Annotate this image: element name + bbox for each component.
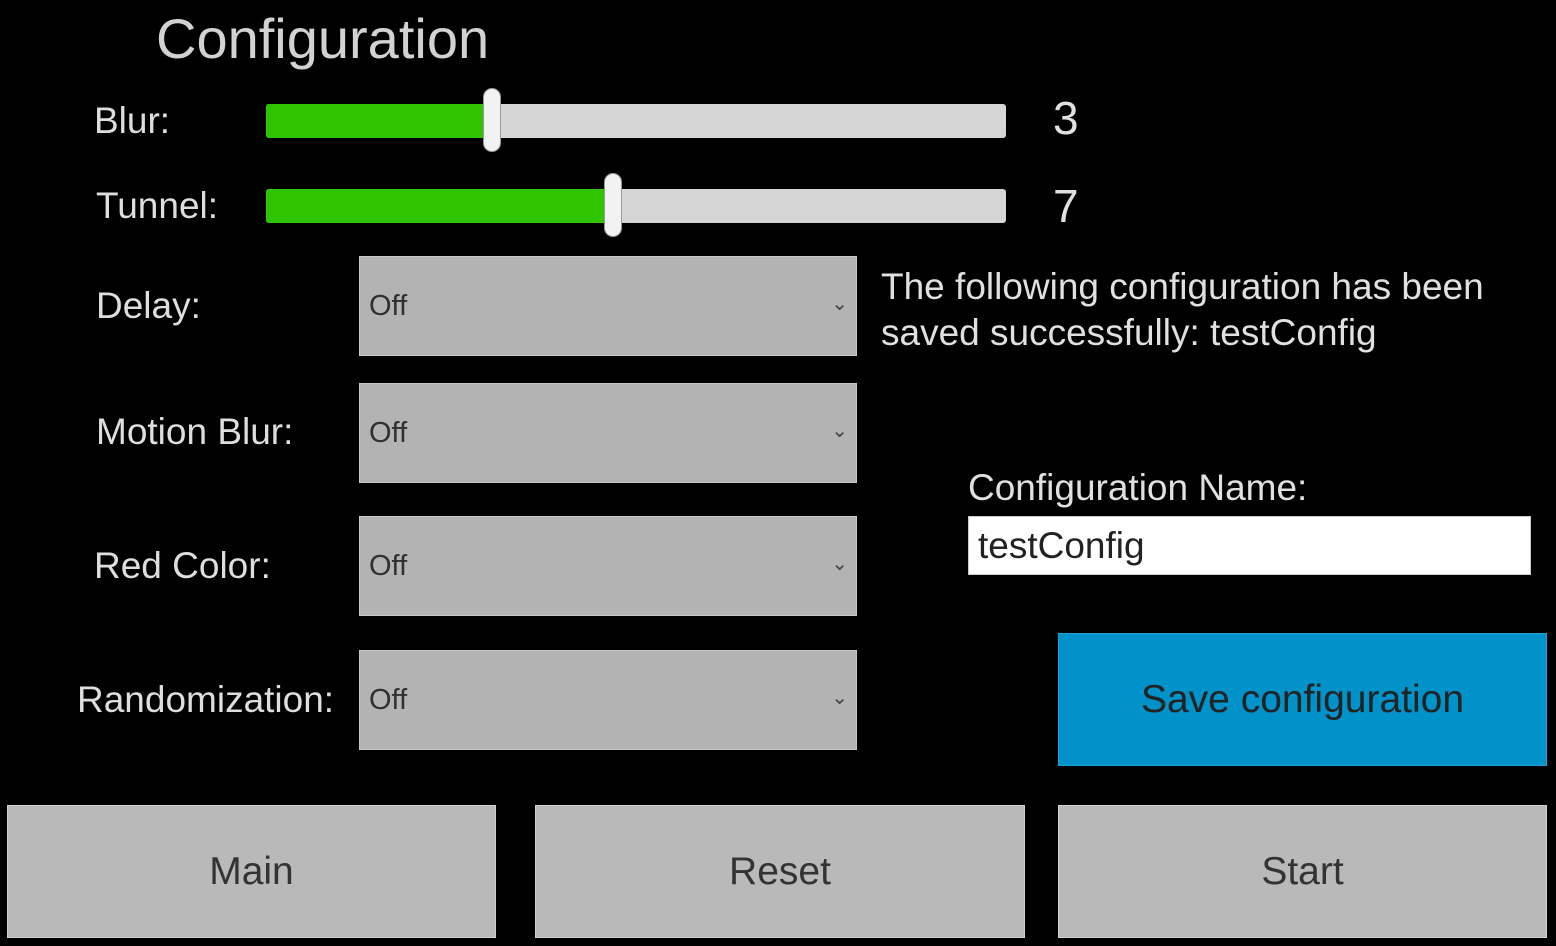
tunnel-slider-fill [266,189,614,223]
red-color-dropdown[interactable]: Off ⌄ [359,516,857,616]
blur-label: Blur: [94,100,171,141]
delay-dropdown-value: Off [369,290,408,322]
config-name-label: Configuration Name: [968,467,1308,508]
blur-value: 3 [1053,92,1079,144]
randomization-label: Randomization: [77,679,335,720]
save-success-message: The following configuration has been sav… [881,266,1484,353]
tunnel-label: Tunnel: [96,185,219,226]
chevron-down-icon: ⌄ [831,420,848,442]
chevron-down-icon: ⌄ [831,293,848,315]
chevron-down-icon: ⌄ [831,553,848,575]
randomization-dropdown[interactable]: Off ⌄ [359,650,857,750]
delay-label: Delay: [96,285,201,326]
blur-slider-handle[interactable] [482,88,501,152]
page-title: Configuration [156,7,490,70]
randomization-dropdown-value: Off [369,684,408,716]
motion-blur-label: Motion Blur: [96,411,294,452]
tunnel-value: 7 [1053,180,1079,232]
red-color-dropdown-value: Off [369,550,408,582]
delay-dropdown[interactable]: Off ⌄ [359,256,857,356]
reset-button[interactable]: Reset [535,805,1025,938]
main-button[interactable]: Main [7,805,496,938]
chevron-down-icon: ⌄ [831,687,848,709]
red-color-label: Red Color: [94,545,271,586]
motion-blur-dropdown[interactable]: Off ⌄ [359,383,857,483]
motion-blur-dropdown-value: Off [369,417,408,449]
blur-slider[interactable] [266,88,1006,152]
config-name-input[interactable] [968,516,1531,575]
save-configuration-button[interactable]: Save configuration [1058,633,1547,766]
tunnel-slider[interactable] [266,173,1006,237]
tunnel-slider-handle[interactable] [604,173,623,237]
start-button[interactable]: Start [1058,805,1547,938]
blur-slider-fill [266,104,492,138]
